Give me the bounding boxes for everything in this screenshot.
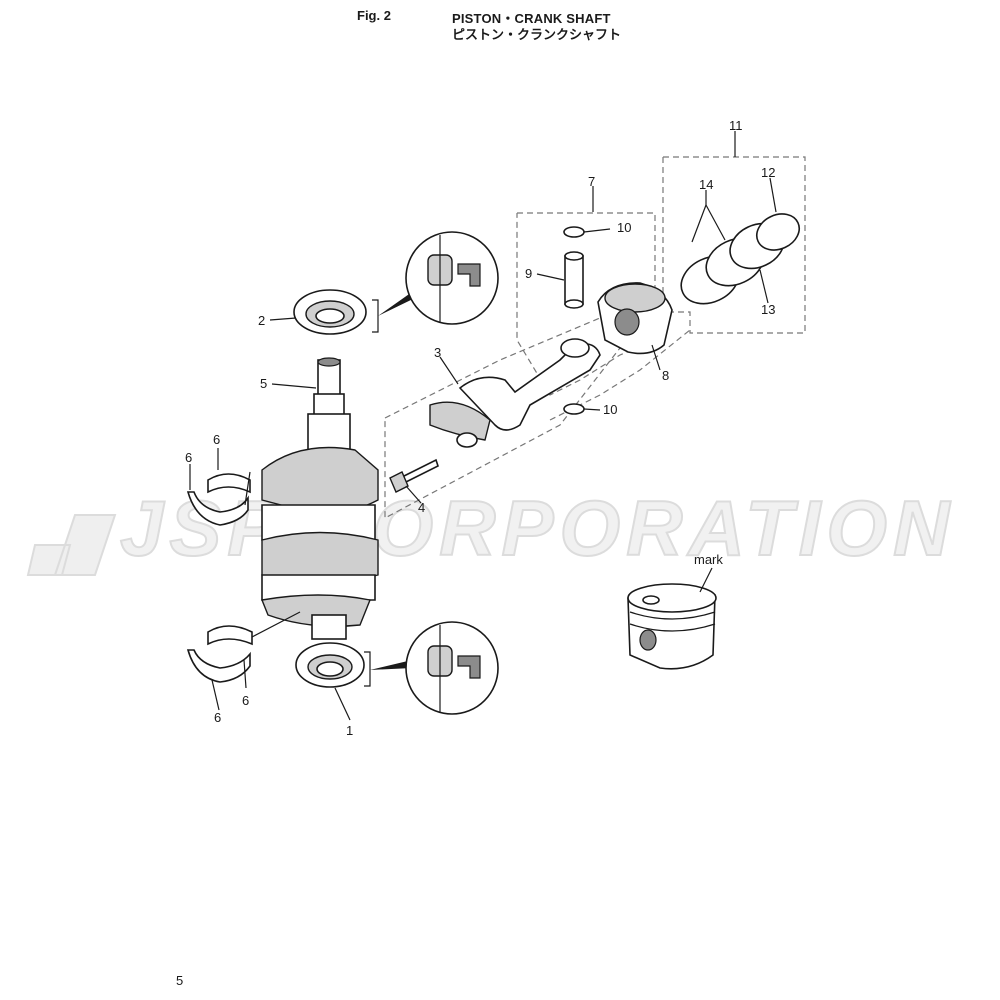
callout-3: 3: [434, 345, 441, 360]
connecting-rod-cap: [429, 401, 491, 441]
callout-13: 13: [761, 302, 775, 317]
callout-10-upper: 10: [617, 220, 631, 235]
watermark-logo: [26, 514, 117, 576]
callout-1: 1: [346, 723, 353, 738]
figure-number: Fig. 2: [357, 8, 391, 23]
clip-upper: [563, 226, 585, 238]
crankshaft: [261, 357, 379, 640]
callout-6-lower-right: 6: [242, 693, 249, 708]
callout-6-upper-top: 6: [213, 432, 220, 447]
seal-detail-upper: [372, 231, 499, 333]
callouts: 1 2 3 4 5 6 6 6 6 7 8 9 10 10 11 12 13 1…: [185, 118, 775, 738]
callout-2: 2: [258, 313, 265, 328]
callout-14: 14: [699, 177, 713, 192]
crank-web-1: [261, 446, 379, 514]
ring-link-dash: [549, 329, 691, 421]
piston-mark-detail: mark: [627, 552, 723, 670]
piston-pin: [564, 251, 584, 309]
callout-12: 12: [761, 165, 775, 180]
leader-lines: [189, 131, 777, 721]
piston-ring-4: [756, 213, 800, 251]
callout-6-lower-left: 6: [214, 710, 221, 725]
crankshaft-lower-journal: [311, 614, 347, 640]
mark-label: mark: [694, 552, 723, 567]
watermark: JSP CORPORATION: [26, 483, 955, 576]
page-title: PISTON・CRANK SHAFT: [452, 11, 611, 26]
callout-10-lower: 10: [603, 402, 617, 417]
page-number: 5: [176, 973, 184, 988]
connecting-rod: [429, 338, 601, 448]
callout-11: 11: [729, 118, 743, 133]
oil-seal-upper: [293, 289, 367, 335]
connecting-rod-body: [458, 342, 601, 431]
callout-8: 8: [662, 368, 669, 383]
bearing-upper: [186, 473, 251, 526]
callout-4: 4: [418, 500, 425, 515]
callout-9: 9: [525, 266, 532, 281]
clip-lower: [563, 403, 585, 415]
rod-bolt: [389, 458, 439, 493]
oil-seal-lower: [295, 642, 365, 688]
piston-rings: [680, 213, 800, 305]
piston: [597, 282, 673, 355]
watermark-text: JSP CORPORATION: [120, 484, 955, 572]
seal-detail-lower: [364, 621, 499, 715]
group-outlines: [384, 156, 806, 519]
callout-5: 5: [260, 376, 267, 391]
callout-6-upper-left: 6: [185, 450, 192, 465]
callout-7: 7: [588, 174, 595, 189]
page-title-japanese: ピストン・クランクシャフト: [452, 28, 622, 43]
bearing-lower: [186, 625, 253, 683]
